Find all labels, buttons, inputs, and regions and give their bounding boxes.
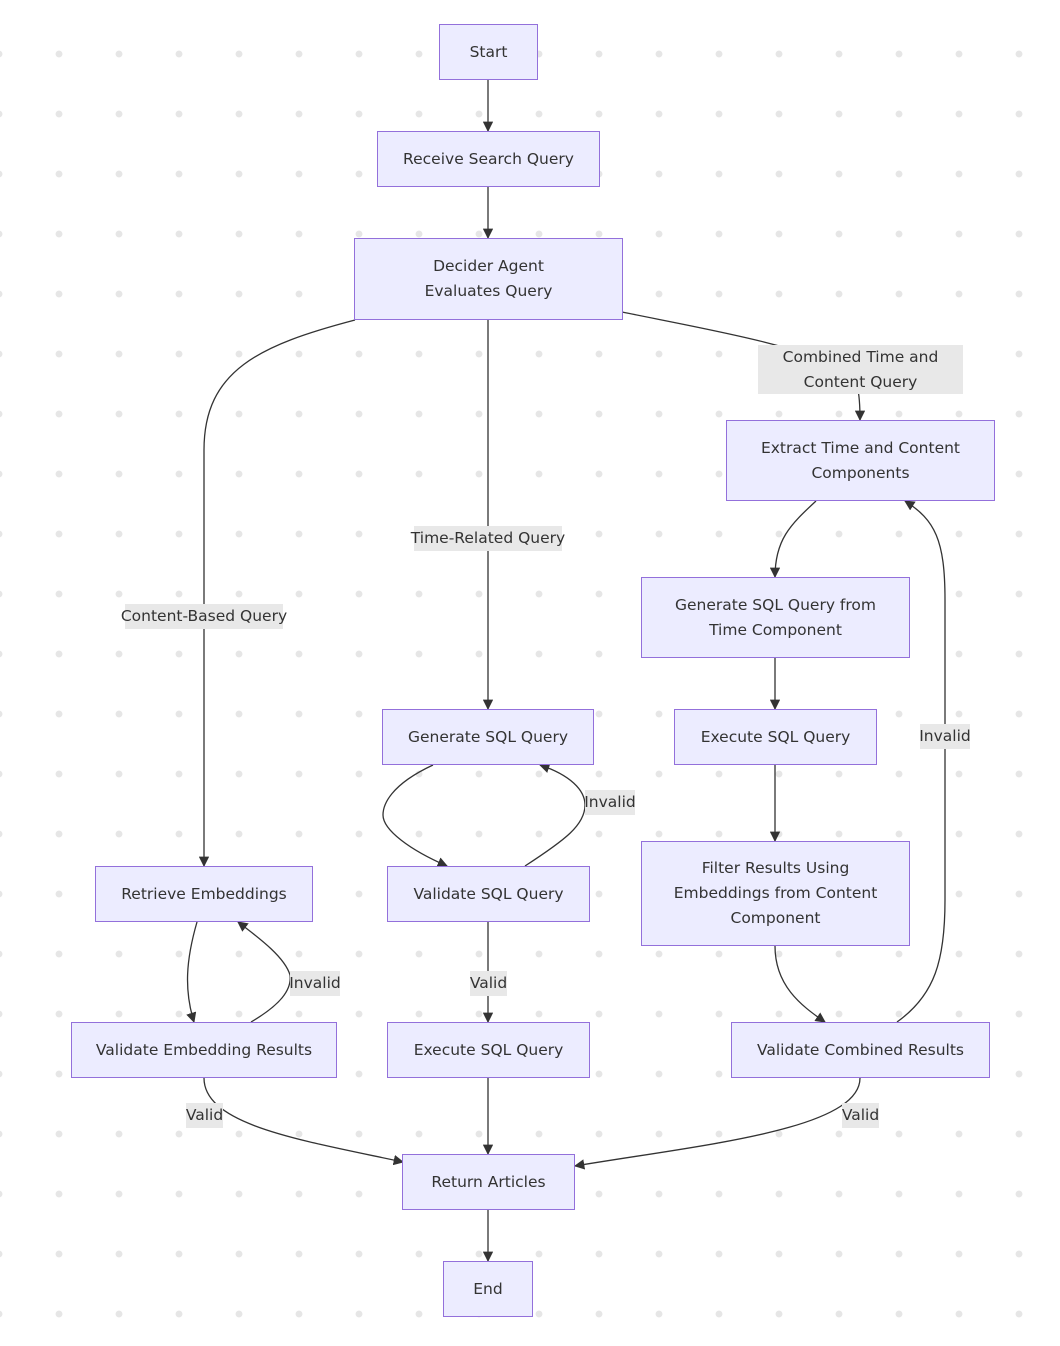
node-validate-sql-query[interactable]: Validate SQL Query <box>387 866 590 922</box>
edge-label-combined: Combined Time and Content Query <box>758 345 963 394</box>
edge-gensql-validatesql <box>382 764 448 868</box>
edge-validatesql-gensql <box>524 763 586 867</box>
node-extract-components[interactable]: Extract Time and Content Components <box>726 420 995 501</box>
edge-validateemb-retrieve <box>237 921 291 1023</box>
edge-retrieve-validateemb <box>186 921 198 1023</box>
edge-extract-gensqltime <box>769 500 817 579</box>
edge-label-content-based: Content-Based Query <box>121 604 287 629</box>
edge-decider-retrieve <box>198 319 356 868</box>
edge-label-combined-valid: Valid <box>842 1103 879 1128</box>
edge-validatecombined-extract <box>896 500 946 1023</box>
node-validate-embedding-results[interactable]: Validate Embedding Results <box>71 1022 337 1078</box>
node-execute-sql-query[interactable]: Execute SQL Query <box>387 1022 590 1078</box>
node-end[interactable]: End <box>443 1261 533 1317</box>
edge-label-sql-valid: Valid <box>470 971 507 996</box>
edge-label-sql-invalid: Invalid <box>584 790 636 815</box>
edge-filter-validatecombined <box>774 945 826 1023</box>
node-decider-agent[interactable]: Decider Agent Evaluates Query <box>354 238 623 320</box>
node-execute-sql-query-combined[interactable]: Execute SQL Query <box>674 709 877 765</box>
edge-label-emb-valid: Valid <box>186 1103 223 1128</box>
node-return-articles[interactable]: Return Articles <box>402 1154 575 1210</box>
node-receive-search-query[interactable]: Receive Search Query <box>377 131 600 187</box>
node-filter-results[interactable]: Filter Results Using Embeddings from Con… <box>641 841 910 946</box>
edge-label-emb-invalid: Invalid <box>289 971 341 996</box>
node-generate-sql-from-time[interactable]: Generate SQL Query from Time Component <box>641 577 910 658</box>
node-start[interactable]: Start <box>439 24 538 80</box>
node-generate-sql-query[interactable]: Generate SQL Query <box>382 709 594 765</box>
edge-label-time-related: Time-Related Query <box>411 526 565 551</box>
edge-label-combined-invalid: Invalid <box>919 724 971 749</box>
edge-validateemb-return <box>203 1077 405 1166</box>
edge-validatecombined-return <box>573 1077 861 1170</box>
node-retrieve-embeddings[interactable]: Retrieve Embeddings <box>95 866 313 922</box>
node-validate-combined-results[interactable]: Validate Combined Results <box>731 1022 990 1078</box>
